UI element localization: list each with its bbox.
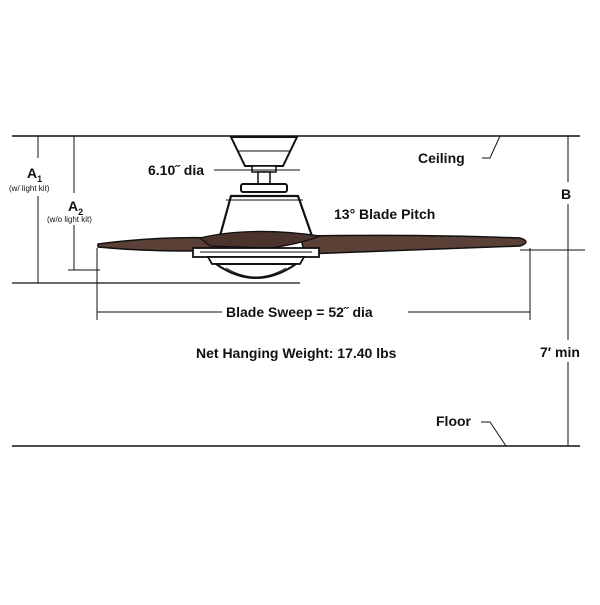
ceiling-leader [482,135,501,159]
b-dimension [558,136,578,250]
net-weight-label: Net Hanging Weight: 17.40 lbs [196,345,397,361]
canopy-label: 6.10˝ dia [148,162,204,178]
light-kit [192,247,320,279]
a1-note: (w/ light kit) [9,184,50,193]
a1-label: A1 [27,165,42,184]
blade-pitch-label: 13° Blade Pitch [334,206,435,222]
a2-dimension [46,135,110,271]
fan-collar [240,183,288,193]
right-blade [299,234,527,255]
b-label: B [561,186,571,202]
blade-sweep-dimension [96,248,531,322]
fan-canopy [229,136,299,173]
blade-sweep-label: Blade Sweep = 52˝ dia [226,304,373,320]
front-blade [198,230,323,249]
a1-dimension [8,135,68,284]
motor-housing [218,194,314,238]
floor-label: Floor [436,413,472,429]
min-height-dimension [536,250,596,446]
ceiling-label: Ceiling [418,150,465,166]
a2-note: (w/o light kit) [47,215,92,224]
min-height-label: 7′ min [540,344,580,360]
floor-leader [481,421,507,447]
a2-label: A2 [68,198,83,217]
